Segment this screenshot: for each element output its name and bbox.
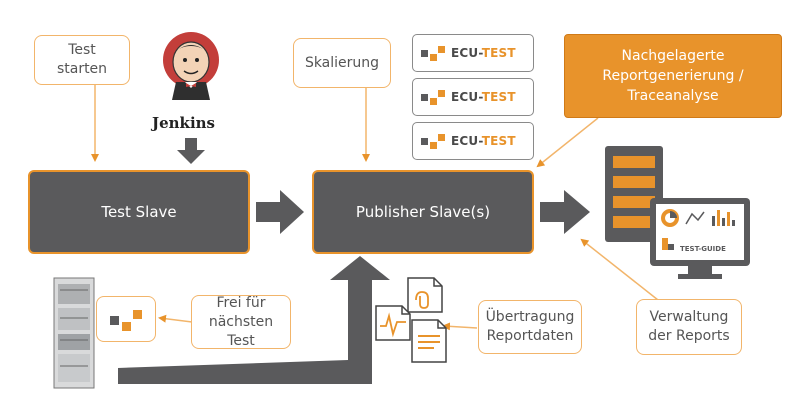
ecu-test-mark-icon	[421, 90, 445, 105]
test-text: TEST	[481, 90, 516, 104]
jenkins-mascot-icon	[163, 32, 219, 100]
test-guide-label: TEST-GUIDE	[680, 245, 726, 253]
test-slave-box: Test Slave	[28, 170, 250, 254]
note-verwaltung: Verwaltung der Reports	[636, 299, 742, 355]
ecu-test-logo-1: ECU-TEST	[412, 34, 534, 72]
ecu-test-logo-2: ECU-TEST	[412, 78, 534, 116]
line-uebertragung	[442, 322, 478, 331]
note-test-starten: Test starten	[34, 35, 130, 85]
ecu-text: ECU-	[451, 90, 482, 104]
arrow-publisher-to-server	[540, 190, 590, 234]
note-skalierung: Skalierung	[293, 38, 391, 88]
ecu-test-mark-icon	[421, 134, 445, 149]
ecu-text: ECU-	[451, 134, 482, 148]
nachgelagerte-box: Nachgelagerte Reportgenerierung / Tracea…	[564, 34, 782, 118]
note-uebertragung: Übertragung Reportdaten	[478, 300, 582, 354]
test-rack-icon	[53, 277, 95, 389]
line-nachgelagerte	[536, 117, 599, 168]
ecu-test-mark-icon	[421, 46, 445, 61]
ecu-test-logo-3: ECU-TEST	[412, 122, 534, 160]
line-verwaltung	[580, 238, 659, 301]
arrow-jenkins-down	[177, 138, 205, 164]
server-icon	[605, 146, 663, 242]
test-text: TEST	[481, 46, 516, 60]
test-text: TEST	[481, 134, 516, 148]
report-documents-icon	[375, 277, 447, 363]
publisher-slave-box: Publisher Slave(s)	[312, 170, 534, 254]
line-frei	[158, 314, 193, 323]
note-frei: Frei für nächsten Test	[191, 295, 291, 349]
jenkins-label: Jenkins	[152, 114, 215, 132]
ecu-text: ECU-	[451, 46, 482, 60]
ecu-test-mark-icon	[110, 310, 142, 331]
arrow-return	[118, 256, 390, 384]
arrow-slave-to-publisher	[256, 190, 304, 234]
monitor-icon	[650, 198, 750, 279]
rack-ecu-mark	[96, 296, 156, 342]
